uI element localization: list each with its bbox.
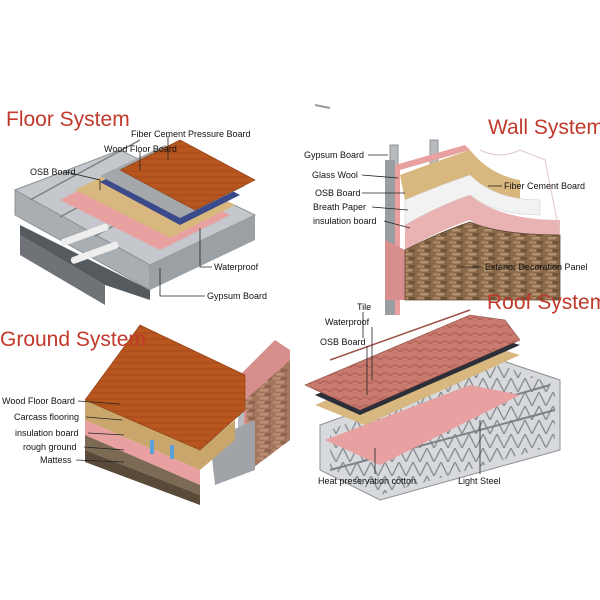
- roof-label-light-steel: Light Steel: [458, 476, 501, 486]
- leader-ground-carcass: [85, 416, 123, 421]
- wall-label-exterior-decoration-panel: Exterior Decoration Panel: [485, 262, 588, 272]
- floor-label-gypsum-board: Gypsum Board: [207, 291, 268, 301]
- wall-label-osb-board: OSB Board: [315, 188, 361, 198]
- roof-label-waterproof: Waterproof: [325, 317, 370, 327]
- wall-label-glass-wool: Glass Wool: [312, 170, 358, 180]
- roof-label-heat-preservation-cotton: Heat preservation cotton: [318, 476, 417, 486]
- leader-lines: [65, 136, 502, 474]
- roof-system-title: Roof System: [487, 291, 600, 314]
- leader-ground-rough: [83, 446, 125, 451]
- leader-wall-glass-wool: [361, 174, 399, 179]
- leader-ground-wood: [77, 400, 121, 405]
- leader-floor-gypsum: [159, 268, 205, 297]
- wall-label-breath-paper: Breath Paper: [313, 202, 367, 212]
- ground-label-mattess: Mattess: [40, 455, 72, 465]
- floor-label-wood-floor-board: Wood Floor Board: [104, 144, 177, 154]
- ground-label-rough-ground: rough ground: [23, 442, 77, 452]
- leader-ground-mattess: [75, 459, 125, 463]
- ground-label-insulation-board: insulation board: [15, 428, 79, 438]
- ground-system-title: Ground System: [0, 328, 146, 351]
- wall-label-insulation-board: insulation board: [313, 216, 377, 226]
- roof-label-tile: Tile: [357, 302, 372, 312]
- wall-system-illustration: [385, 139, 561, 315]
- floor-label-fiber-cement-pressure-board: Fiber Cement Pressure Board: [131, 129, 251, 139]
- mark-line: [314, 104, 331, 109]
- leader-wall-insulation: [383, 220, 411, 229]
- wall-label-fiber-cement-board: Fiber Cement Board: [504, 181, 586, 191]
- wall-label-gypsum-board: Gypsum Board: [304, 150, 365, 160]
- roof-label-osb-board: OSB Board: [320, 337, 366, 347]
- roof-system-illustration: [304, 309, 561, 501]
- floor-system-title: Floor System: [6, 108, 130, 131]
- leader-ground-insulation: [87, 432, 125, 436]
- leader-floor-osb: [65, 171, 101, 190]
- floor-system-illustration: [13, 139, 257, 305]
- ground-label-carcass-flooring: Carcass flooring: [14, 412, 80, 422]
- leader-wall-breath-paper: [371, 206, 409, 211]
- ground-system-illustration: [84, 324, 290, 505]
- leader-floor-waterproof: [199, 228, 212, 268]
- floor-label-osb-board: OSB Board: [30, 167, 76, 177]
- wall-system-title: Wall System: [488, 116, 600, 139]
- floor-label-waterproof: Waterproof: [214, 262, 259, 272]
- ground-label-wood-floor-board: Wood Floor Board: [2, 396, 75, 406]
